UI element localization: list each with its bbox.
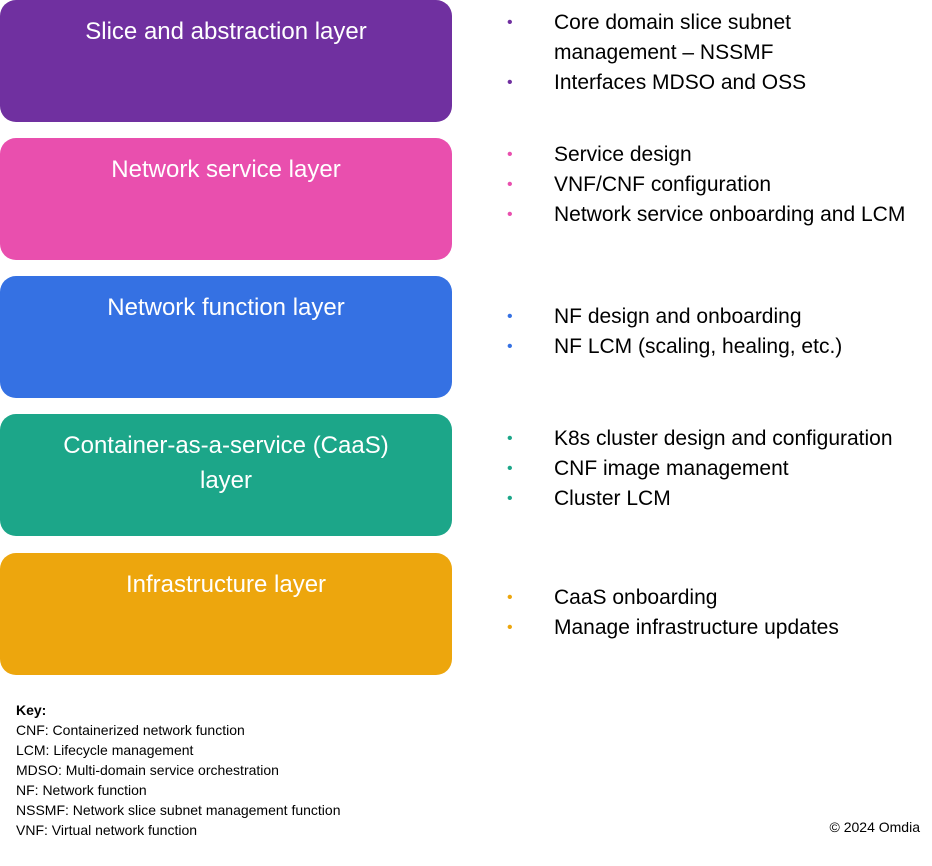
list-item: • K8s cluster design and configuration [506,424,916,454]
key-entry: CNF: Containerized network function [16,722,245,738]
bullet-text: K8s cluster design and configuration [554,427,893,450]
slice-abstraction-bullets: • Core domain slice subnet management – N… [506,8,916,98]
bullet-dot: • [507,338,513,355]
infrastructure-bullets: • CaaS onboarding • Manage infrastructure … [506,583,916,643]
network-function-layer-box: Network function layer [0,276,452,398]
bullet-dot: • [507,308,513,325]
bullet-dot: • [507,14,513,31]
list-item: • VNF/CNF configuration [506,170,916,200]
list-item: • NF LCM (scaling, healing, etc.) [506,332,916,362]
bullet-dot: • [507,430,513,447]
caas-layer-box: Container-as-a-service (CaaS) layer [0,414,452,536]
layer-title: Infrastructure layer [125,571,327,598]
layer-title: Network function layer [107,294,345,321]
key-entry: NF: Network function [16,782,147,798]
infrastructure-layer-box: Infrastructure layer [0,553,452,675]
list-item: • Network service onboarding and LCM [506,200,916,230]
bullet-dot: • [507,460,513,477]
list-item: • NF design and onboarding [506,302,916,332]
layer-title: Slice and abstraction layer [85,18,367,45]
network-service-bullets: • Service design • VNF/CNF configuration •… [506,140,916,230]
layer-title: Container-as-a-service (CaaS) layer [63,432,389,494]
bullet-dot: • [507,619,513,636]
list-item: • CNF image management [506,454,916,484]
bullet-text: VNF/CNF configuration [554,173,772,196]
bullet-dot: • [507,146,513,163]
bullet-text: NF LCM (scaling, healing, etc.) [554,335,843,358]
bullet-text: CaaS onboarding [554,586,718,609]
bullet-dot: • [507,176,513,193]
bullet-text: Manage infrastructure updates [554,616,839,639]
bullet-text: Cluster LCM [554,487,671,510]
slice-abstraction-layer-box: Slice and abstraction layer [0,0,452,122]
network-service-layer-box: Network service layer [0,138,452,260]
key-entry: LCM: Lifecycle management [16,742,194,758]
copyright-notice: © 2024 Omdia [829,819,920,835]
bullet-text: CNF image management [554,457,789,480]
bullet-dot: • [507,490,513,507]
layer-title: Network service layer [111,156,341,183]
bullet-text: Core domain slice subnet management – NS… [554,11,791,64]
list-item: • Service design [506,140,916,170]
list-item: • Core domain slice subnet management – N… [506,8,916,68]
bullet-text: Network service onboarding and LCM [554,203,906,226]
caas-bullets: • K8s cluster design and configuration • C… [506,424,916,514]
key-entry: VNF: Virtual network function [16,822,198,838]
key-title: Key: [16,702,47,718]
list-item: • Manage infrastructure updates [506,613,916,643]
bullet-text: Interfaces MDSO and OSS [554,71,807,94]
list-item: • Interfaces MDSO and OSS [506,68,916,98]
list-item: • CaaS onboarding [506,583,916,613]
bullet-dot: • [507,589,513,606]
bullet-dot: • [507,74,513,91]
key-entry: NSSMF: Network slice subnet management f… [16,802,341,818]
bullet-dot: • [507,206,513,223]
list-item: • Cluster LCM [506,484,916,514]
key-legend: Key: CNF: Containerized network function… [16,700,340,840]
bullet-text: Service design [554,143,692,166]
key-entry: MDSO: Multi-domain service orchestration [16,762,279,778]
bullet-text: NF design and onboarding [554,305,802,328]
network-function-bullets: • NF design and onboarding • NF LCM (scali… [506,302,916,362]
